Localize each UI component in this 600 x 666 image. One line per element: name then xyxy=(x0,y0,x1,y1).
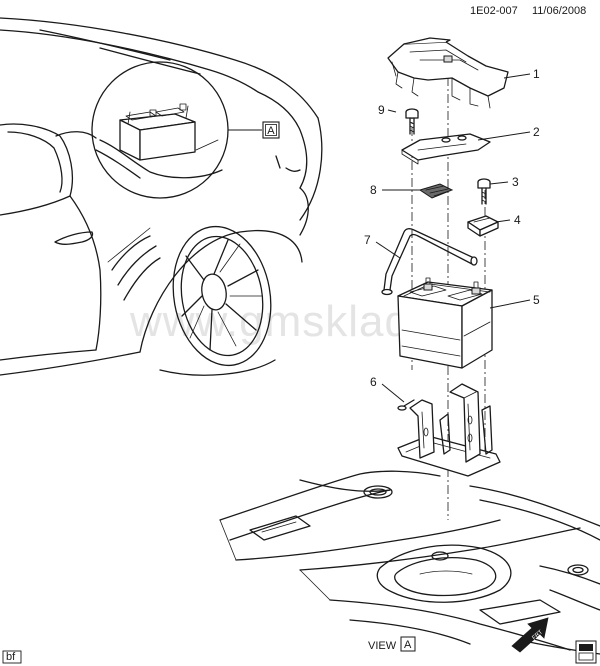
view-label-letter: A xyxy=(404,639,412,651)
callout-9: 9 xyxy=(378,103,385,117)
callout-5: 5 xyxy=(533,293,540,307)
callout-2: 2 xyxy=(533,125,540,139)
callout-6: 6 xyxy=(370,375,377,389)
callouts: 1 2 3 4 5 6 7 8 9 xyxy=(364,67,540,389)
view-label-prefix: VIEW xyxy=(368,640,397,652)
callout-1: 1 xyxy=(533,67,540,81)
callout-7: 7 xyxy=(364,233,371,247)
battery xyxy=(397,277,493,369)
front-arrow-icon: FRT xyxy=(511,617,549,653)
hold-down-bracket xyxy=(401,133,491,165)
corner-tag-text: bf xyxy=(6,651,16,663)
vent-tube xyxy=(381,228,478,296)
callout-8: 8 xyxy=(370,183,377,197)
callout-3: 3 xyxy=(512,175,519,189)
terminal-cover xyxy=(467,215,499,237)
detail-box-letter: A xyxy=(267,125,275,137)
diagram-id: 1E02-007 xyxy=(470,5,518,17)
label-pad xyxy=(418,183,454,199)
battery-cover xyxy=(387,37,509,109)
diagram-date: 11/06/2008 xyxy=(532,5,586,17)
bolt-3 xyxy=(477,178,491,205)
detail-view-circle xyxy=(91,61,262,199)
callout-4: 4 xyxy=(514,213,521,227)
leader-lines xyxy=(375,73,531,403)
floor-pan xyxy=(219,470,600,655)
view-label: VIEW A xyxy=(368,636,416,652)
detail-box-a: A xyxy=(262,121,280,139)
gm-logo-icon xyxy=(575,640,597,664)
battery-tray xyxy=(397,383,501,477)
bolt-9 xyxy=(405,108,419,135)
corner-tag: bf xyxy=(2,650,22,664)
vehicle-body xyxy=(0,17,323,376)
